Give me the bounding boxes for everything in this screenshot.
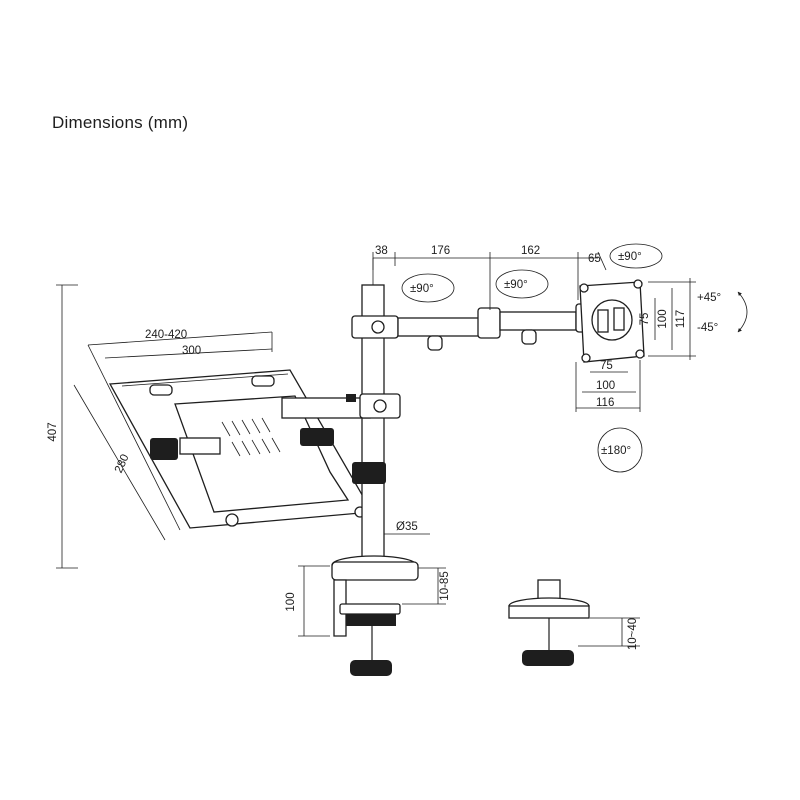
label-clamp-100: 100 bbox=[285, 592, 297, 611]
label-pole-35: Ø35 bbox=[396, 521, 418, 533]
arm-dimensions: 38 176 162 65 ±90° ±90° ±90° bbox=[372, 243, 663, 310]
label-clamp-10-85: 10-85 bbox=[439, 571, 451, 600]
label-vesa-75-vertical: 75 bbox=[639, 313, 651, 326]
label-240-420: 240-420 bbox=[145, 329, 187, 341]
label-vesa-100-horizontal: 100 bbox=[596, 380, 615, 392]
desk-clamp: 100 10-85 bbox=[285, 555, 451, 676]
label-joint2-rotation: ±90° bbox=[504, 279, 528, 291]
label-head-rotation: ±90° bbox=[618, 251, 642, 263]
label-joint1-rotation: ±90° bbox=[410, 283, 434, 295]
label-plate-116: 116 bbox=[596, 397, 614, 409]
label-300: 300 bbox=[182, 345, 201, 357]
height-dimension: 407 bbox=[47, 284, 78, 569]
label-tilt-up: +45° bbox=[697, 292, 721, 304]
label-65: 65 bbox=[588, 253, 601, 265]
label-rotation-180: ±180° bbox=[601, 445, 631, 457]
lower-arm bbox=[281, 393, 401, 419]
pole: Ø35 bbox=[352, 258, 430, 566]
label-38: 38 bbox=[375, 245, 388, 257]
laptop-tray: 240-420 300 280 bbox=[73, 329, 374, 541]
label-162: 162 bbox=[521, 245, 540, 257]
label-vesa-75-horizontal: 75 bbox=[600, 360, 613, 372]
label-407: 407 bbox=[47, 422, 59, 441]
label-tilt-down: -45° bbox=[697, 322, 718, 334]
label-grommet-10-40: 10~40 bbox=[627, 618, 639, 650]
diagram-title: Dimensions (mm) bbox=[52, 113, 189, 132]
vesa-head: 75 100 117 +45° -45° 75 100 116 ±180° bbox=[575, 278, 748, 473]
grommet-mount: 10~40 bbox=[508, 579, 640, 666]
label-plate-117: 117 bbox=[675, 310, 687, 328]
upper-arm bbox=[351, 303, 595, 351]
label-176: 176 bbox=[431, 245, 450, 257]
label-vesa-100-vertical: 100 bbox=[657, 309, 669, 328]
